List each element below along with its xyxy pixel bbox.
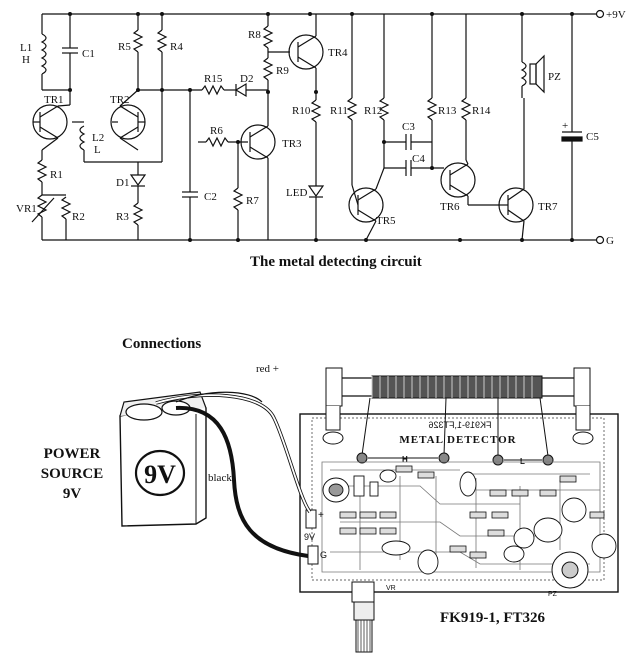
label-C4: C4: [412, 153, 425, 165]
label-C2: C2: [204, 191, 217, 203]
circuit-title: The metal detecting circuit: [250, 254, 422, 270]
label-LED: LED: [286, 187, 307, 199]
battery-label: 9V: [144, 460, 176, 489]
power-source-line3: 9V: [63, 486, 82, 502]
label-L1-H: H: [22, 54, 30, 66]
vr-potentiometer[interactable]: [351, 581, 375, 653]
label-L1: L1: [20, 42, 32, 54]
board-resistors: [339, 465, 605, 559]
power-source-line2: SOURCE: [41, 466, 104, 482]
label-C3: C3: [402, 121, 415, 133]
label-R9: R9: [276, 65, 289, 77]
label-R14: R14: [472, 105, 491, 117]
rail-pos-label: +9V: [606, 9, 626, 21]
board-mirror-text: FK919-1,FT326: [428, 420, 491, 430]
label-R4: R4: [170, 41, 183, 53]
battery-9v: 9V: [119, 391, 207, 527]
label-C5: C5: [586, 131, 599, 143]
label-R10: R10: [292, 105, 311, 117]
vr-label: VR: [386, 585, 396, 592]
label-R13: R13: [438, 105, 457, 117]
label-L2-L: L: [94, 144, 101, 156]
label-R15: R15: [204, 73, 223, 85]
label-R3: R3: [116, 211, 129, 223]
pad-plus-label: +: [318, 510, 324, 521]
label-TR2: TR2: [110, 94, 130, 106]
label-R12: R12: [364, 105, 382, 117]
pad-l-label: L: [520, 457, 525, 466]
label-TR1: TR1: [44, 94, 64, 106]
label-L2: L2: [92, 132, 104, 144]
rail-gnd-label: G: [606, 235, 614, 247]
label-R8: R8: [248, 29, 261, 41]
label-R5: R5: [118, 41, 131, 53]
connections-diagram: Connections red + black POWER SOURCE 9V …: [41, 336, 619, 653]
label-TR5: TR5: [376, 215, 396, 227]
red-wire-label: red +: [256, 363, 279, 375]
power-source-line1: POWER: [44, 446, 101, 462]
label-R1: R1: [50, 169, 63, 181]
label-TR4: TR4: [328, 47, 348, 59]
label-TR6: TR6: [440, 201, 460, 213]
label-R2: R2: [72, 211, 85, 223]
black-wire-label: black: [208, 472, 232, 484]
schematic: +9V G L1 H C1 TR1 TR2 L2 L R1 VR1 R2 D1 …: [16, 9, 626, 270]
search-coil: [322, 367, 594, 457]
pad-h-label: H: [402, 455, 408, 464]
pad-9v-label: 9V: [304, 532, 315, 542]
board-title: METAL DETECTOR: [399, 434, 516, 446]
pz-label: PZ: [548, 591, 558, 598]
label-D2: D2: [240, 73, 253, 85]
kit-id: FK919-1, FT326: [440, 610, 545, 626]
label-C5-plus: +: [562, 120, 568, 132]
label-TR3: TR3: [282, 138, 302, 150]
label-C1: C1: [82, 48, 95, 60]
connections-title: Connections: [122, 336, 201, 352]
label-R6: R6: [210, 125, 223, 137]
label-R11: R11: [330, 105, 348, 117]
label-PZ: PZ: [548, 71, 561, 83]
pad-g-label: G: [320, 550, 327, 560]
label-R7: R7: [246, 195, 259, 207]
label-VR1: VR1: [16, 203, 37, 215]
label-D1: D1: [116, 177, 129, 189]
label-TR7: TR7: [538, 201, 558, 213]
